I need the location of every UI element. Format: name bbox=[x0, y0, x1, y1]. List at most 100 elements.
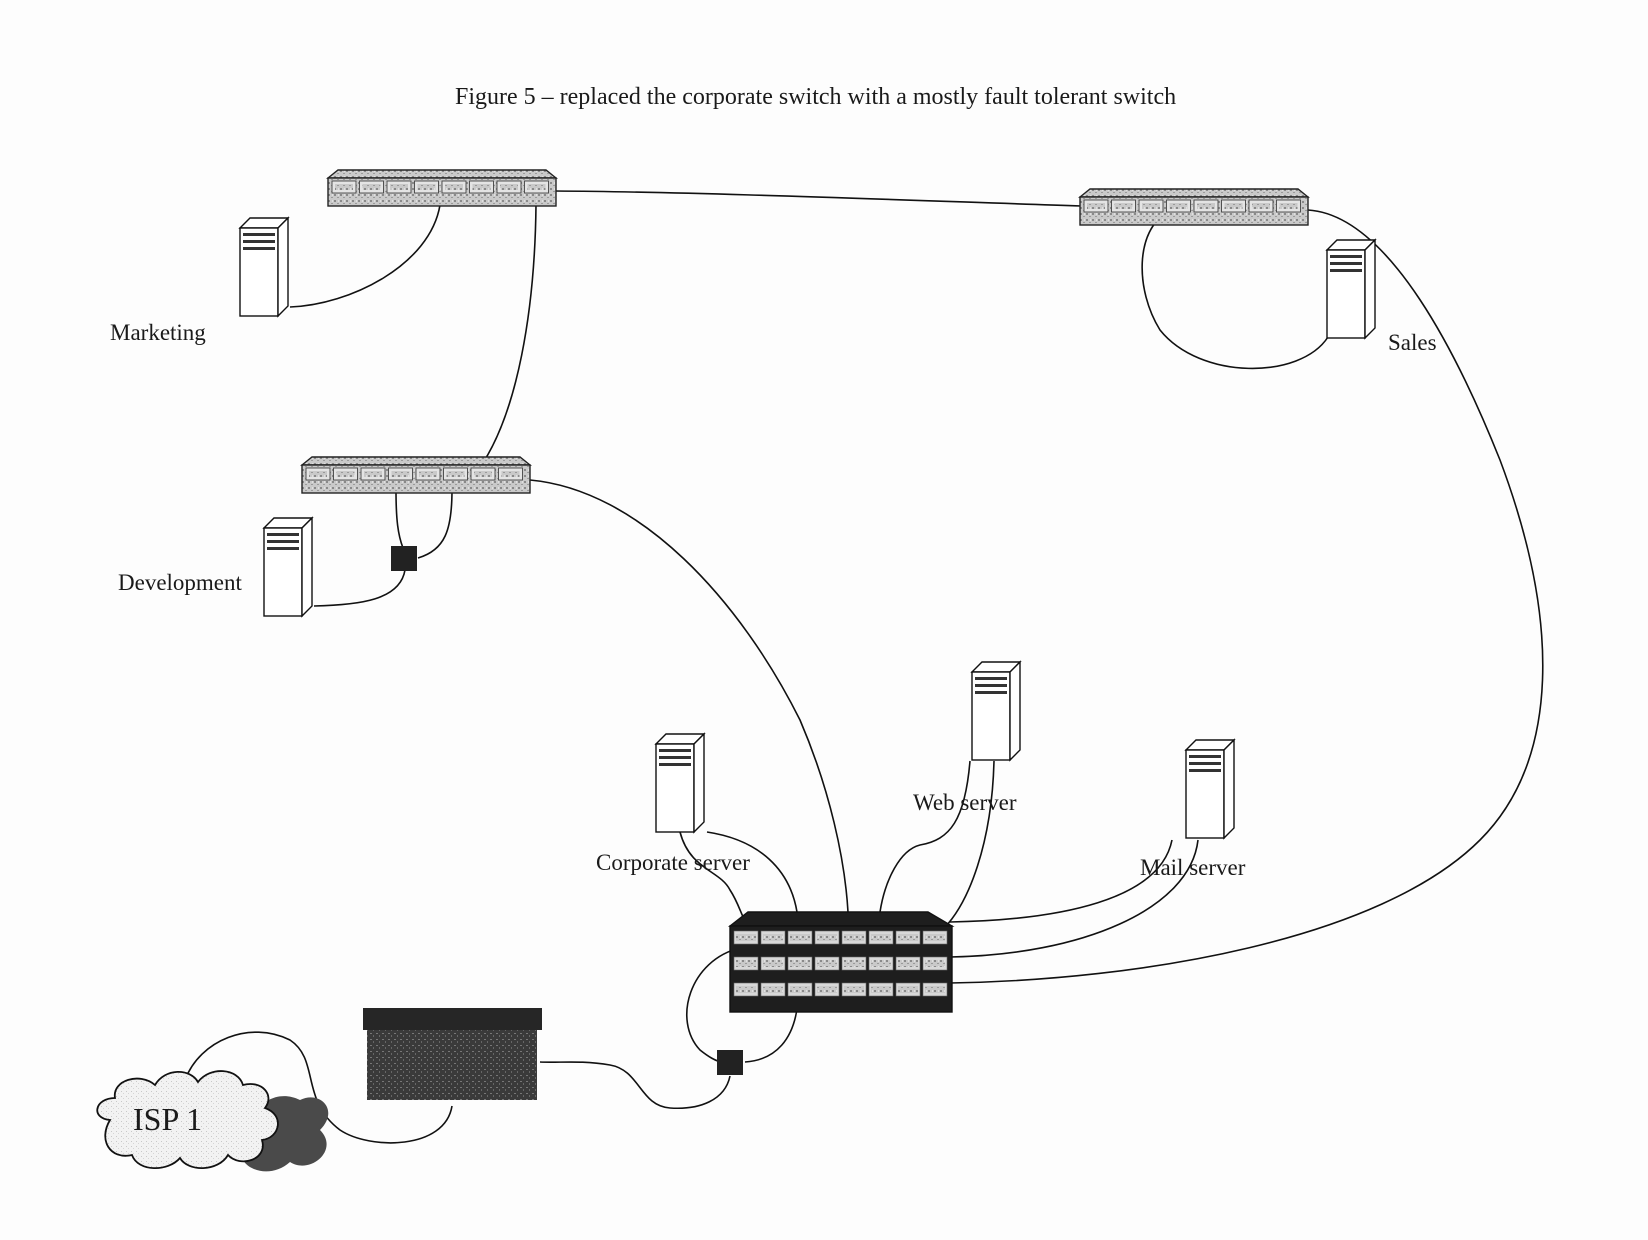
server-drive-bay bbox=[975, 677, 1007, 680]
switch-port-texture bbox=[500, 184, 518, 190]
core-fault-tolerant-switch bbox=[727, 911, 955, 1013]
switch-port-texture bbox=[474, 471, 492, 477]
link-dev-switch-junction-a bbox=[395, 489, 404, 549]
server-side bbox=[1223, 738, 1235, 840]
link-marketing-sales bbox=[554, 190, 1083, 207]
core-switch-port-texture bbox=[844, 960, 864, 967]
marketing-server bbox=[238, 216, 290, 318]
link-core-junction-left bbox=[686, 947, 741, 1063]
dev-junction-box bbox=[391, 546, 417, 571]
switch-port-texture bbox=[417, 184, 436, 190]
isp-label: ISP 1 bbox=[133, 1101, 202, 1137]
development-server bbox=[262, 516, 314, 618]
switch-port-texture bbox=[1142, 203, 1160, 209]
switch-port-texture bbox=[335, 184, 353, 190]
core-switch-port-texture bbox=[763, 960, 783, 967]
core-switch-port-texture bbox=[763, 934, 783, 941]
server-drive-bay bbox=[1189, 762, 1221, 765]
link-web-core-b bbox=[939, 760, 995, 933]
link-router-isp bbox=[184, 1031, 453, 1144]
server-drive-bay bbox=[243, 247, 275, 250]
server-drive-bay bbox=[243, 240, 275, 243]
link-marketing-switch-server bbox=[289, 204, 441, 308]
link-marketing-development bbox=[471, 204, 537, 479]
core-switch-port-texture bbox=[736, 960, 756, 967]
server-drive-bay bbox=[243, 233, 275, 236]
core-switch-port-texture bbox=[925, 934, 945, 941]
switch-port-texture bbox=[1252, 203, 1270, 209]
core-switch-port-texture bbox=[736, 934, 756, 941]
development-switch bbox=[300, 456, 532, 494]
switch-port-texture bbox=[527, 184, 546, 190]
server-drive-bay bbox=[1330, 262, 1362, 265]
server-drive-bay bbox=[975, 684, 1007, 687]
switch-port-texture bbox=[336, 471, 355, 477]
switch-port-texture bbox=[1169, 203, 1188, 209]
links bbox=[184, 190, 1544, 1144]
core-switch-port-texture bbox=[898, 986, 918, 993]
switch-port-texture bbox=[1114, 203, 1133, 209]
server-drive-bay bbox=[1330, 255, 1362, 258]
link-corporate-core-b bbox=[706, 831, 798, 913]
switch-port-texture bbox=[446, 471, 465, 477]
core-switch-port-texture bbox=[925, 986, 945, 993]
sales-server bbox=[1325, 238, 1377, 340]
link-dev-junction-server bbox=[313, 569, 406, 607]
core-switch-port-texture bbox=[871, 960, 891, 967]
link-dev-switch-junction-b bbox=[417, 489, 453, 559]
core-junction-box bbox=[717, 1050, 743, 1075]
sales-switch bbox=[1078, 188, 1310, 226]
switch-port-texture bbox=[501, 471, 520, 477]
web-server-label: Web server bbox=[913, 790, 1017, 815]
switch-port-texture bbox=[1087, 203, 1105, 209]
server-side bbox=[277, 216, 289, 318]
link-mail-core-b bbox=[949, 839, 1199, 958]
core-switch-port-texture bbox=[790, 986, 810, 993]
core-switch-port-texture bbox=[763, 986, 783, 993]
core-switch-port-texture bbox=[817, 934, 837, 941]
core-switch-port-texture bbox=[790, 934, 810, 941]
core-switch-port-texture bbox=[925, 960, 945, 967]
server-side bbox=[1009, 660, 1021, 762]
switch-port-texture bbox=[390, 184, 408, 190]
web-server bbox=[970, 660, 1022, 762]
marketing-label: Marketing bbox=[110, 320, 206, 345]
corporate-server-label: Corporate server bbox=[596, 850, 750, 875]
isp-cloud: ISP 1 bbox=[96, 1070, 329, 1172]
sales-label: Sales bbox=[1388, 330, 1437, 355]
router bbox=[363, 1008, 542, 1100]
link-mail-core-a bbox=[949, 839, 1173, 923]
server-drive-bay bbox=[659, 749, 691, 752]
switch-port-texture bbox=[391, 471, 410, 477]
link-development-core bbox=[529, 479, 849, 913]
link-web-core-a bbox=[879, 760, 971, 913]
link-sales-core bbox=[949, 209, 1544, 984]
server-drive-bay bbox=[267, 547, 299, 550]
link-sales-switch-server bbox=[1141, 211, 1329, 370]
switch-port-texture bbox=[364, 471, 382, 477]
core-switch-port-texture bbox=[844, 934, 864, 941]
server-drive-bay bbox=[1189, 769, 1221, 772]
marketing-switch bbox=[326, 169, 558, 207]
core-switch-port-texture bbox=[898, 934, 918, 941]
server-drive-bay bbox=[267, 533, 299, 536]
core-switch-port-texture bbox=[736, 986, 756, 993]
server-drive-bay bbox=[1330, 269, 1362, 272]
switch-port-texture bbox=[309, 471, 327, 477]
core-switch-port-texture bbox=[844, 986, 864, 993]
server-drive-bay bbox=[659, 756, 691, 759]
server-side bbox=[301, 516, 313, 618]
switch-port-texture bbox=[1224, 203, 1243, 209]
mail-server bbox=[1184, 738, 1236, 840]
figure-title: Figure 5 – replaced the corporate switch… bbox=[455, 84, 1176, 110]
corporate-server bbox=[654, 732, 706, 834]
development-label: Development bbox=[118, 570, 243, 595]
switch-port-texture bbox=[1197, 203, 1215, 209]
server-side bbox=[693, 732, 705, 834]
server-drive-bay bbox=[659, 763, 691, 766]
switch-port-texture bbox=[445, 184, 463, 190]
link-corporate-core-a bbox=[679, 831, 751, 929]
core-switch-port-texture bbox=[898, 960, 918, 967]
core-switch-port-texture bbox=[817, 986, 837, 993]
